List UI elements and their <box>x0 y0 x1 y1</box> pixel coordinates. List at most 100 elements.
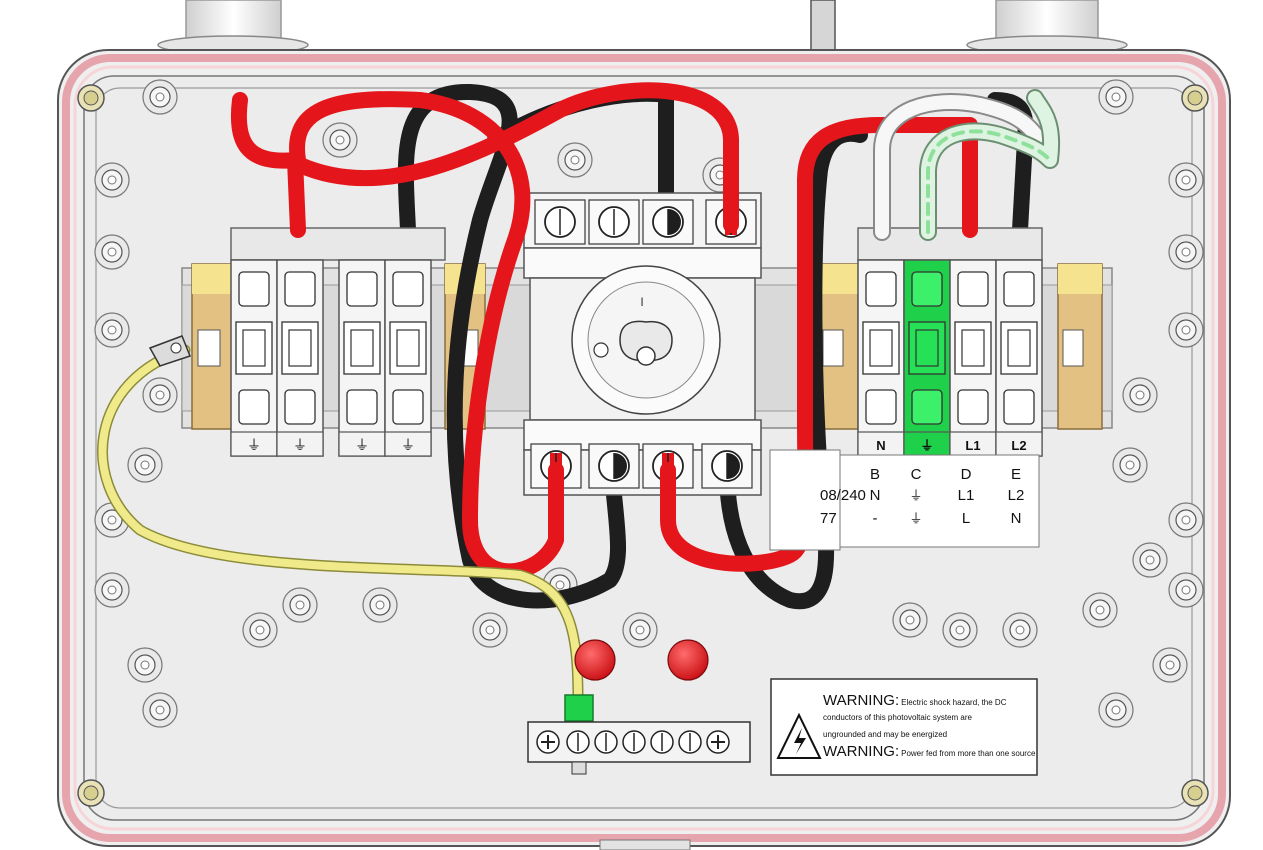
end-bracket-right <box>1057 263 1103 430</box>
mounting-boss <box>1002 612 1038 648</box>
switch-terminal-screw <box>534 199 586 245</box>
mounting-boss <box>127 447 163 483</box>
corner-screw-top-left <box>77 84 105 112</box>
mounting-boss <box>892 602 928 638</box>
mounting-boss <box>1132 542 1168 578</box>
terminal-block-module: N <box>857 259 905 457</box>
mounting-boss <box>1168 502 1204 538</box>
knockout-red-right <box>667 639 709 681</box>
warning-text-4: Power fed from more than one source <box>901 749 1036 758</box>
wire-black-dc-loop <box>397 83 626 609</box>
mounting-boss <box>1152 647 1188 683</box>
table-row-label-2: 77 <box>820 510 837 527</box>
ground-bar-screw <box>650 730 674 754</box>
terminal-block-module: ⏚ <box>384 259 432 457</box>
terminal-block-module: ⏚ <box>276 259 324 457</box>
rotary-disconnect-switch: I <box>523 192 762 496</box>
mounting-boss <box>1112 447 1148 483</box>
mounting-boss <box>1098 692 1134 728</box>
table-header-d: D <box>961 466 972 483</box>
switch-terminal-screw <box>701 443 753 489</box>
mounting-boss <box>557 142 593 178</box>
ac-terminal-label: L1 <box>965 438 980 453</box>
ground-bar-screw <box>536 730 560 754</box>
ac-terminal-blocks: N ⏚ L1 L2 <box>857 227 1043 457</box>
ground-bar-screw <box>706 730 730 754</box>
wire-red-dc-cross <box>289 91 564 580</box>
end-bracket-left <box>191 263 235 430</box>
wire-red-switch-top <box>292 82 739 233</box>
warning-heading-1: WARNING: <box>823 692 899 709</box>
ground-bar-screw <box>622 730 646 754</box>
mounting-boss <box>142 79 178 115</box>
mounting-boss <box>242 612 278 648</box>
mounting-boss <box>322 122 358 158</box>
table-header-c: C <box>911 466 922 483</box>
terminal-block-module: L2 <box>995 259 1043 457</box>
mounting-boss <box>1168 572 1204 608</box>
ground-lug <box>148 335 191 367</box>
table-cell-1-c: ⏚ <box>909 488 922 503</box>
wiring-configuration-table: B C D E 08/240 N ⏚ L1 L2 77 - ⏚ L N <box>769 449 1040 551</box>
dc-terminal-blocks: ⏚ ⏚ ⏚ ⏚ <box>230 227 446 457</box>
shock-hazard-icon <box>776 712 822 759</box>
mounting-boss <box>942 612 978 648</box>
ac-terminal-label: N <box>876 438 885 453</box>
mounting-bosses <box>94 79 1204 728</box>
table-row-label-1: 08/240 <box>820 487 866 504</box>
knockout-red-left <box>574 639 616 681</box>
mounting-boss <box>127 647 163 683</box>
switch-handle <box>619 320 673 362</box>
mounting-boss <box>1168 234 1204 270</box>
table-cell-1-b: N <box>870 487 881 504</box>
mounting-boss <box>142 692 178 728</box>
switch-terminal-screw <box>642 199 694 245</box>
table-header-b: B <box>870 466 880 483</box>
terminal-block-module: ⏚ <box>230 259 278 457</box>
mounting-boss <box>362 587 398 623</box>
ground-bar <box>527 721 751 775</box>
mounting-boss <box>94 572 130 608</box>
ground-bar-screw <box>566 730 590 754</box>
red-knockouts <box>574 639 709 681</box>
switch-terminal-screw <box>588 443 640 489</box>
ground-bar-screw <box>594 730 618 754</box>
warning-text-3: ungrounded and may be energized <box>823 730 947 739</box>
dc-terminal-symbol: ⏚ <box>293 437 307 453</box>
terminal-block-module: ⏚ <box>338 259 386 457</box>
dc-terminal-symbol: ⏚ <box>247 437 261 453</box>
ground-terminal-green <box>564 694 594 722</box>
ac-terminal-label: L2 <box>1011 438 1026 453</box>
mounting-boss <box>622 612 658 648</box>
ac-terminal-label: ⏚ <box>920 438 933 453</box>
mounting-boss <box>472 612 508 648</box>
corner-screw-bottom-right <box>1181 779 1209 807</box>
mounting-boss <box>142 377 178 413</box>
dc-terminal-symbol: ⏚ <box>355 437 369 453</box>
terminal-block-module: L1 <box>949 259 997 457</box>
mounting-boss <box>94 162 130 198</box>
corner-screws <box>77 84 1209 807</box>
warning-label: WARNING:Electric shock hazard, the DC co… <box>770 678 1038 776</box>
table-cell-2-c: ⏚ <box>909 511 922 526</box>
mounting-boss <box>1098 79 1134 115</box>
mounting-boss <box>282 587 318 623</box>
ground-bar-screw <box>678 730 702 754</box>
mounting-boss <box>1168 162 1204 198</box>
warning-text-2: conductors of this photovoltaic system a… <box>823 713 973 722</box>
switch-terminal-screw <box>588 199 640 245</box>
mounting-boss <box>1168 312 1204 348</box>
mounting-boss <box>1082 592 1118 628</box>
table-cell-1-d: L1 <box>958 487 975 504</box>
table-header-e: E <box>1011 466 1021 483</box>
wires-front <box>97 82 1061 706</box>
table-cell-2-b: - <box>873 510 878 527</box>
table-cell-2-e: N <box>1011 510 1022 527</box>
switch-marking-i: I <box>640 295 643 309</box>
mounting-boss <box>94 312 130 348</box>
mounting-boss <box>1122 377 1158 413</box>
corner-screw-bottom-left <box>77 779 105 807</box>
terminal-block-module: ⏚ <box>903 259 951 457</box>
corner-screw-top-right <box>1181 84 1209 112</box>
